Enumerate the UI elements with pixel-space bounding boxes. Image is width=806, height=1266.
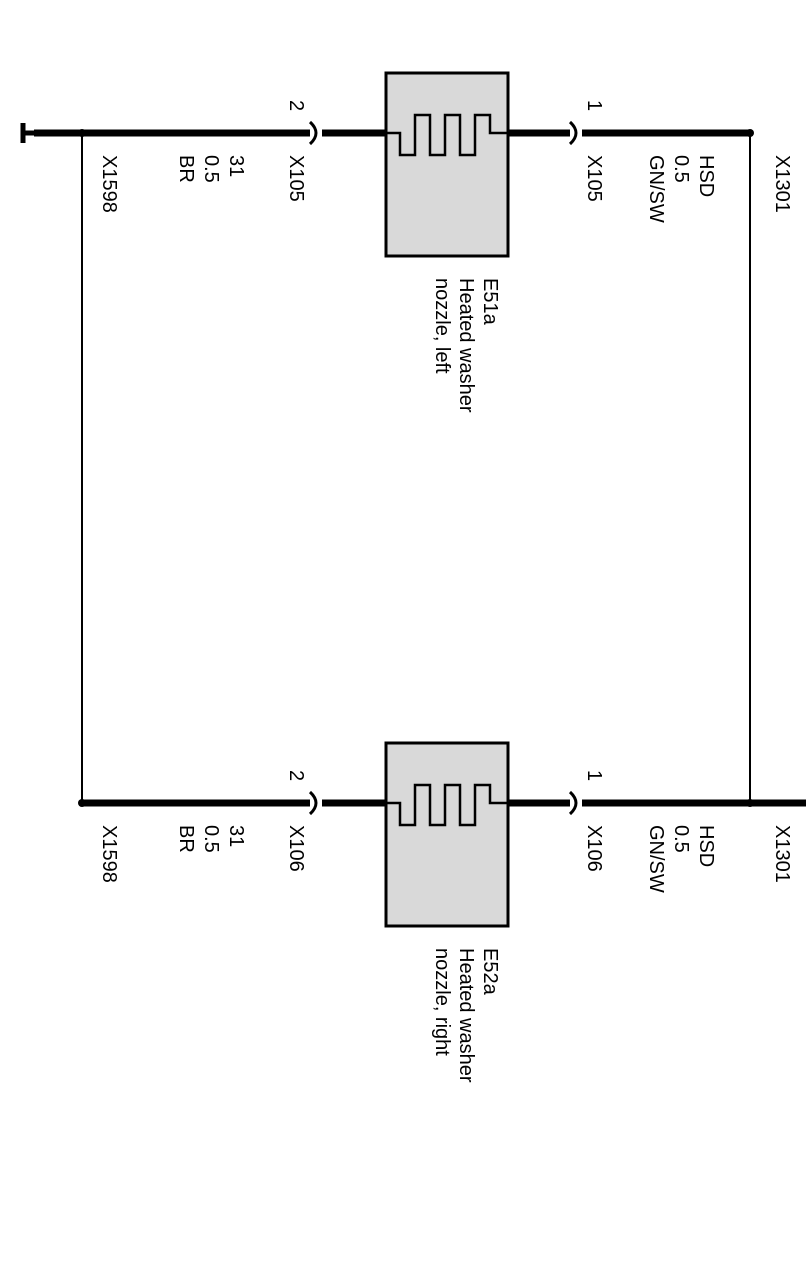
component-desc-line1-e51a: Heated washer (455, 278, 477, 413)
connector-pin2-e52a-icon (308, 790, 318, 816)
ground-node-label: X1598 (98, 155, 120, 213)
ground-signal-label-2: 31 (225, 825, 247, 847)
supply-color-label: GN/SW (645, 155, 667, 223)
pin-number-2-e51a: 2 (285, 100, 307, 111)
connector-pin1-e52a-icon (568, 790, 578, 816)
supply-node-label: X1301 (771, 155, 793, 213)
ground-signal-label: 31 (225, 155, 247, 177)
component-desc-line2-e52a: nozzle, right (431, 948, 453, 1056)
ground-symbol (20, 123, 82, 143)
component-id-e52a: E52a (479, 948, 501, 996)
component-desc-line2-e51a: nozzle, left (431, 278, 453, 374)
component-e51a: 2 1 (78, 71, 754, 258)
supply-color-label-2: GN/SW (645, 825, 667, 893)
connector-pin1-e51a-icon (568, 120, 578, 146)
heater-element-icon (386, 783, 508, 827)
component-box-e52a (384, 741, 510, 928)
supply-signal-label: HSD (695, 155, 717, 197)
ground-gauge-label-2: 0.5 (200, 825, 222, 853)
supply-gauge-label: 0.5 (670, 155, 692, 183)
connector-pin2-e51a-icon (308, 120, 318, 146)
heater-element-icon (386, 113, 508, 157)
connector-label-bottom-e51a: X105 (285, 155, 307, 202)
component-box-e51a (384, 71, 510, 258)
ground-gauge-label: 0.5 (200, 155, 222, 183)
component-id-e51a: E51a (479, 278, 501, 326)
connector-label-top-e51a: X105 (583, 155, 605, 202)
supply-signal-label-2: HSD (695, 825, 717, 867)
connector-label-top-e52a: X106 (583, 825, 605, 872)
ground-color-label-2: BR (175, 825, 197, 853)
connector-label-bottom-e52a: X106 (285, 825, 307, 872)
supply-gauge-label-2: 0.5 (670, 825, 692, 853)
component-e52a: 2 1 (78, 741, 754, 928)
junction-dot (78, 129, 86, 137)
pin-number-2-e52a: 2 (285, 770, 307, 781)
supply-node-label-2: X1301 (771, 825, 793, 883)
ground-node-label-2: X1598 (98, 825, 120, 883)
junction-dot (78, 799, 86, 807)
junction-dot (746, 799, 754, 807)
ground-color-label: BR (175, 155, 197, 183)
junction-dot (746, 129, 754, 137)
pin-number-1-e51a: 1 (583, 100, 605, 111)
component-desc-line1-e52a: Heated washer (455, 948, 477, 1083)
pin-number-1-e52a: 1 (583, 770, 605, 781)
